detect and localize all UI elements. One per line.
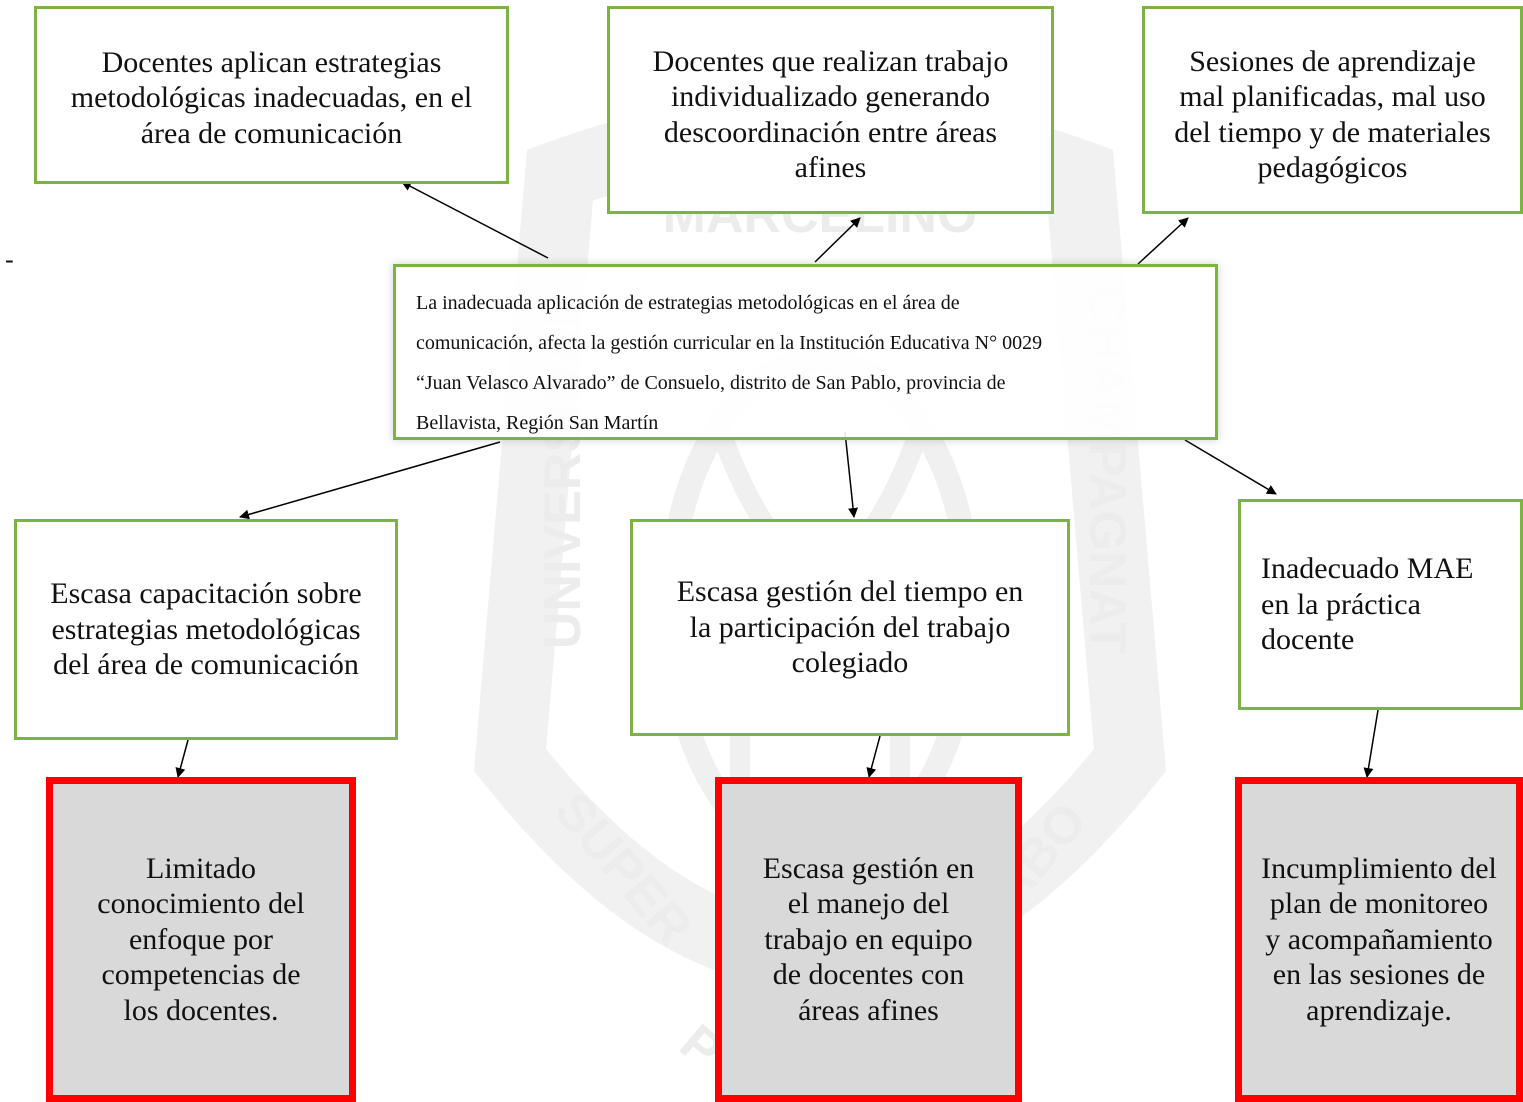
- cause-box-2: Escasa gestión del tiempo en la particip…: [630, 519, 1070, 736]
- arrow-center-to-cause2: [844, 431, 859, 518]
- arrow-center-to-effect1: [401, 181, 549, 259]
- arrow-cause1-to-root1: [175, 739, 189, 778]
- root-cause-box-3: Incumplimiento del plan de monitoreo y a…: [1235, 777, 1523, 1102]
- arrow-cause2-to-root2: [866, 735, 881, 778]
- arrow-center-to-effect3: [1137, 217, 1189, 265]
- effect-box-1: Docentes aplican estrategias metodológic…: [34, 6, 509, 184]
- cause-box-3: Inadecuado MAE en la práctica docente: [1238, 499, 1523, 710]
- arrow-cause3-to-root3: [1363, 709, 1379, 778]
- cause-box-1: Escasa capacitación sobre estrategias me…: [14, 519, 398, 740]
- arrow-center-to-cause3: [1184, 439, 1277, 495]
- effect-box-3: Sesiones de aprendizaje mal planificadas…: [1142, 6, 1523, 214]
- central-problem-box: La inadecuada aplicación de estrategias …: [393, 264, 1218, 440]
- root-cause-box-1: Limitado conocimiento del enfoque por co…: [46, 777, 356, 1102]
- effect-box-2: Docentes que realizan trabajo individual…: [607, 6, 1054, 214]
- arrow-center-to-cause1: [239, 441, 501, 520]
- root-cause-box-2: Escasa gestión en el manejo del trabajo …: [715, 777, 1022, 1102]
- stray-dash: -: [5, 245, 14, 274]
- arrow-center-to-effect2: [814, 217, 861, 263]
